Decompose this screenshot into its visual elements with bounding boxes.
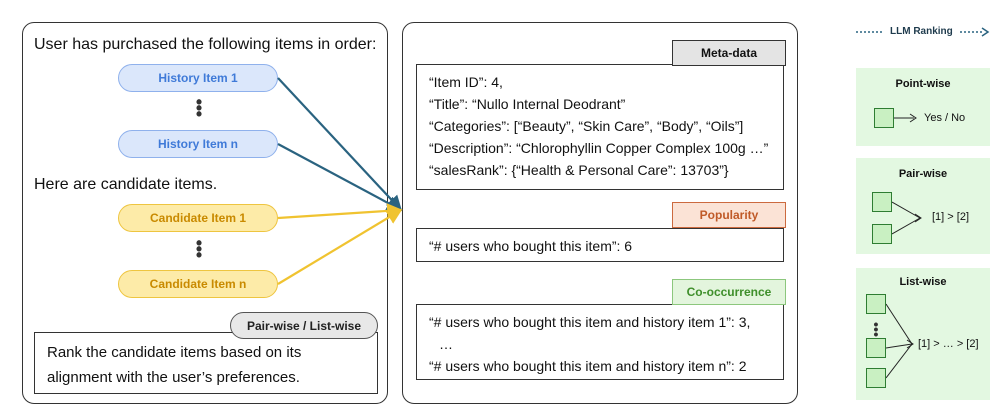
listwise-item-square-2 bbox=[866, 338, 886, 358]
listwise-panel: List-wise ••• [1] > … > [2] bbox=[856, 268, 990, 400]
pointwise-output: Yes / No bbox=[924, 112, 966, 124]
pairwise-item-square-2 bbox=[872, 224, 892, 244]
listwise-item-square-3 bbox=[866, 368, 886, 388]
cooccurrence-box: “# users who bought this item and histor… bbox=[416, 304, 784, 380]
pairwise-panel: Pair-wise [1] > [2] bbox=[856, 158, 990, 254]
cooccurrence-line: “# users who bought this item and histor… bbox=[429, 314, 751, 330]
candidates-intro-text: Here are candidate items. bbox=[34, 176, 218, 193]
pointwise-arrow-icon bbox=[894, 113, 917, 123]
listwise-output: [1] > … > [2] bbox=[918, 338, 979, 350]
popularity-label: Popularity bbox=[672, 202, 786, 228]
instruction-line: Rank the candidate items based on its bbox=[47, 344, 302, 361]
cooccurrence-line: … bbox=[439, 336, 453, 352]
pairwise-item-square-1 bbox=[872, 192, 892, 212]
pairwise-output: [1] > [2] bbox=[932, 211, 969, 223]
listwise-merge-arrow-icon bbox=[886, 303, 914, 379]
candidate-item-last: Candidate Item n bbox=[118, 270, 278, 298]
ranking-mode-tag: Pair-wise / List-wise bbox=[230, 312, 378, 339]
popularity-line: “# users who bought this item”: 6 bbox=[429, 238, 633, 254]
history-item-first: History Item 1 bbox=[118, 64, 278, 92]
metadata-box: “Item ID”: 4, “Title”: “Nullo Internal D… bbox=[416, 64, 784, 190]
metadata-line: “Description”: “Chlorophyllin Copper Com… bbox=[429, 140, 769, 156]
ranking-instruction-box: Rank the candidate items based on its al… bbox=[34, 332, 378, 394]
pointwise-title: Point-wise bbox=[895, 78, 951, 90]
history-ellipsis-icon: ••• bbox=[195, 92, 203, 124]
cooccurrence-line: “# users who bought this item and histor… bbox=[429, 358, 747, 374]
instruction-line: alignment with the user’s preferences. bbox=[47, 369, 300, 386]
candidate-item-first: Candidate Item 1 bbox=[118, 204, 278, 232]
pointwise-item-square bbox=[874, 108, 894, 128]
listwise-title: List-wise bbox=[899, 276, 947, 288]
metadata-line: “Item ID”: 4, bbox=[429, 74, 503, 90]
cooccurrence-label: Co-occurrence bbox=[672, 279, 786, 305]
metadata-label: Meta-data bbox=[672, 40, 786, 66]
pairwise-merge-arrow-icon bbox=[892, 201, 922, 235]
metadata-line: “Title”: “Nullo Internal Deodrant” bbox=[429, 96, 626, 112]
legend-left-dotted-line bbox=[856, 31, 884, 33]
listwise-item-square-1 bbox=[866, 294, 886, 314]
listwise-ellipsis-icon: ••• bbox=[873, 316, 879, 342]
history-intro-text: User has purchased the following items i… bbox=[34, 36, 377, 53]
metadata-line: “Categories”: [“Beauty”, “Skin Care”, “B… bbox=[429, 118, 744, 134]
candidate-ellipsis-icon: ••• bbox=[195, 233, 203, 265]
pointwise-panel: Point-wise Yes / No bbox=[856, 68, 990, 146]
metadata-line: “salesRank”: {“Health & Personal Care”: … bbox=[429, 162, 729, 178]
legend-llm-ranking: LLM Ranking bbox=[890, 26, 953, 37]
pairwise-title: Pair-wise bbox=[898, 168, 948, 180]
history-item-last: History Item n bbox=[118, 130, 278, 158]
popularity-box: “# users who bought this item”: 6 bbox=[416, 228, 784, 262]
legend-arrow-icon bbox=[960, 27, 990, 37]
